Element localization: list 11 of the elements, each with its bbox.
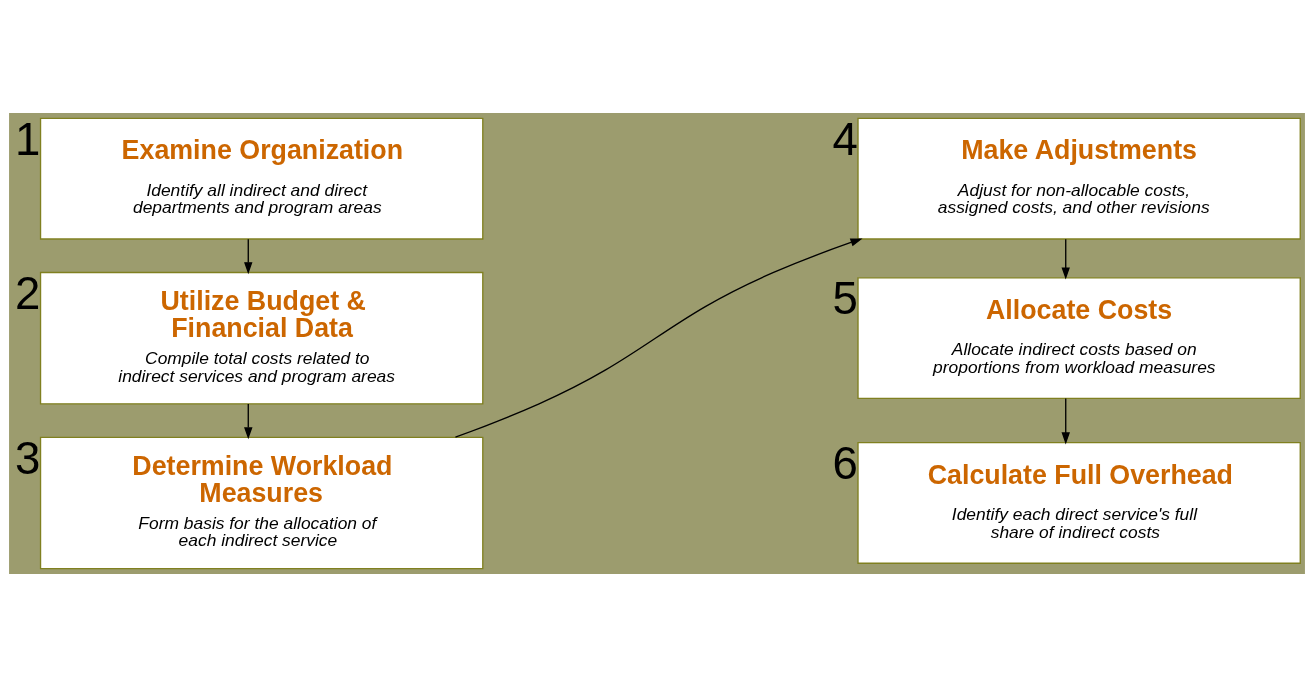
arrow — [1061, 397, 1070, 445]
arrow — [244, 403, 253, 440]
node-label: 6 — [832, 438, 858, 490]
node-label: 5 — [832, 273, 858, 325]
arrow — [244, 238, 253, 275]
node-label: 1 — [15, 113, 41, 165]
arrow — [454, 238, 863, 438]
arrow — [1061, 238, 1070, 280]
node-label: 2 — [15, 267, 41, 319]
node-label: 4 — [832, 113, 858, 165]
node-label: 3 — [15, 432, 41, 484]
